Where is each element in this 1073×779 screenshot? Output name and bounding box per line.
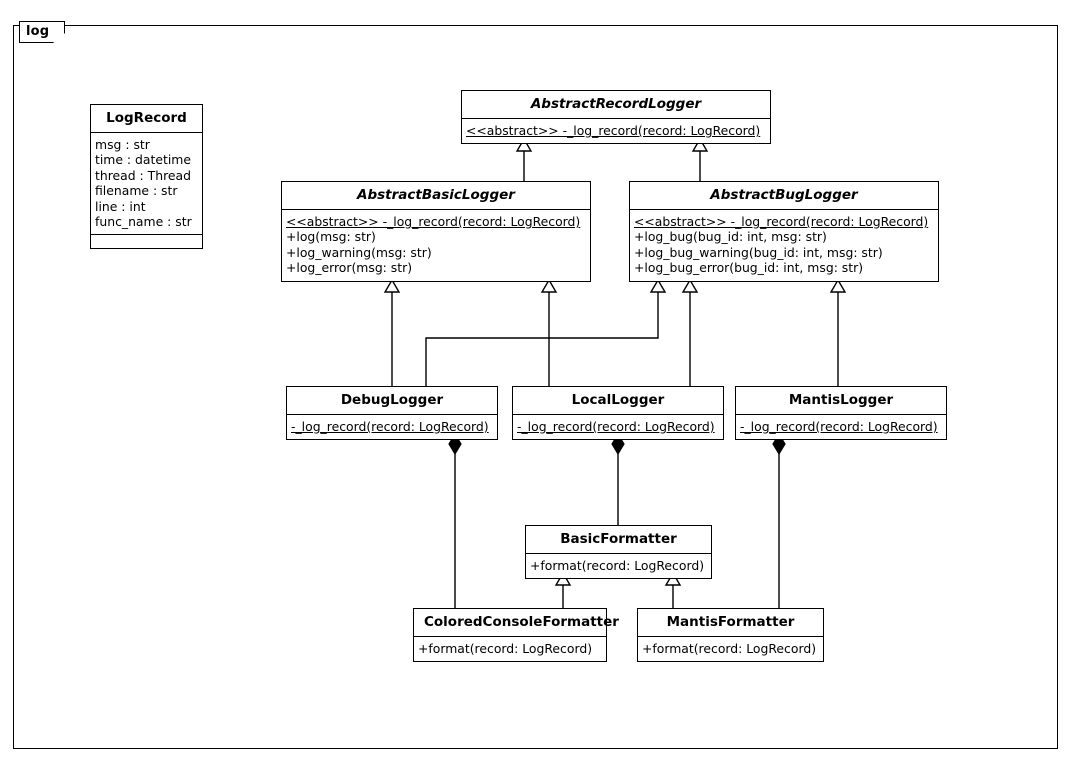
method-row: <<abstract>> -_log_record(record: LogRec…	[286, 214, 581, 229]
attribute-row: filename : str	[95, 183, 178, 199]
class-name-debuglogger: DebugLogger	[287, 387, 497, 415]
class-box-coloredconsoleformatter[interactable]: ColoredConsoleFormatter +format(record: …	[413, 608, 619, 663]
class-name-locallogger: LocalLogger	[513, 387, 723, 415]
method-row: -_log_record(record: LogRecord)	[740, 419, 938, 434]
attribute-row: line : int	[95, 198, 146, 214]
method-row: -_log_record(record: LogRecord)	[291, 419, 489, 434]
method-row: <<abstract>> -_log_record(record: LogRec…	[466, 123, 761, 138]
class-box-debuglogger[interactable]: DebugLogger -_log_record(record: LogReco…	[286, 386, 498, 441]
methods-compartment-mantislogger: -_log_record(record: LogRecord)	[736, 415, 946, 439]
class-box-abstractbasiclogger[interactable]: AbstractBasicLogger <<abstract>> -_log_r…	[281, 181, 591, 282]
method-row: +log_bug_warning(bug_id: int, msg: str)	[634, 244, 883, 260]
method-row: <<abstract>> -_log_record(record: LogRec…	[634, 214, 929, 229]
class-name-mantislogger: MantisLogger	[736, 387, 946, 415]
package-frame	[13, 25, 1058, 749]
attribute-row: msg : str	[95, 137, 150, 152]
attribute-row: time : datetime	[95, 152, 191, 168]
methods-compartment-coloredconsoleformatter: +format(record: LogRecord)	[414, 637, 606, 661]
method-row: +log_error(msg: str)	[286, 260, 413, 276]
class-name-basicformatter: BasicFormatter	[526, 526, 711, 554]
methods-compartment-abstractbasiclogger: <<abstract>> -_log_record(record: LogRec…	[282, 210, 590, 281]
method-row: +log_bug(bug_id: int, msg: str)	[634, 229, 827, 245]
method-row: +log_warning(msg: str)	[286, 244, 432, 260]
class-box-abstractrecordlogger[interactable]: AbstractRecordLogger <<abstract>> -_log_…	[461, 90, 771, 145]
attribute-row: func_name : str	[95, 214, 192, 230]
methods-compartment-locallogger: -_log_record(record: LogRecord)	[513, 415, 723, 439]
package-name-label: log	[26, 24, 50, 39]
methods-compartment-basicformatter: +format(record: LogRecord)	[526, 554, 711, 578]
method-row: +format(record: LogRecord)	[642, 641, 817, 656]
class-name-coloredconsoleformatter: ColoredConsoleFormatter	[414, 609, 619, 637]
attributes-compartment-logrecord: msg : str time : datetime thread : Threa…	[91, 133, 202, 236]
class-box-mantisformatter[interactable]: MantisFormatter +format(record: LogRecor…	[637, 608, 824, 663]
method-row: -_log_record(record: LogRecord)	[517, 419, 715, 434]
class-box-mantislogger[interactable]: MantisLogger -_log_record(record: LogRec…	[735, 386, 947, 441]
methods-compartment-logrecord	[91, 235, 202, 248]
class-name-logrecord: LogRecord	[91, 105, 202, 133]
method-row: +log_bug_error(bug_id: int, msg: str)	[634, 260, 864, 276]
method-row: +format(record: LogRecord)	[530, 558, 705, 573]
class-box-logrecord[interactable]: LogRecord msg : str time : datetime thre…	[90, 104, 203, 250]
package-tab	[19, 21, 65, 43]
class-name-abstractrecordlogger: AbstractRecordLogger	[462, 91, 770, 119]
class-box-abstractbuglogger[interactable]: AbstractBugLogger <<abstract>> -_log_rec…	[629, 181, 939, 282]
class-name-abstractbuglogger: AbstractBugLogger	[630, 182, 938, 210]
methods-compartment-abstractbuglogger: <<abstract>> -_log_record(record: LogRec…	[630, 210, 938, 281]
class-box-locallogger[interactable]: LocalLogger -_log_record(record: LogReco…	[512, 386, 724, 441]
class-name-abstractbasiclogger: AbstractBasicLogger	[282, 182, 590, 210]
method-row: +log(msg: str)	[286, 229, 376, 245]
methods-compartment-mantisformatter: +format(record: LogRecord)	[638, 637, 823, 661]
methods-compartment-abstractrecordlogger: <<abstract>> -_log_record(record: LogRec…	[462, 119, 770, 143]
methods-compartment-debuglogger: -_log_record(record: LogRecord)	[287, 415, 497, 439]
attribute-row: thread : Thread	[95, 167, 191, 183]
method-row: +format(record: LogRecord)	[418, 641, 593, 656]
class-name-mantisformatter: MantisFormatter	[638, 609, 823, 637]
class-box-basicformatter[interactable]: BasicFormatter +format(record: LogRecord…	[525, 525, 712, 580]
